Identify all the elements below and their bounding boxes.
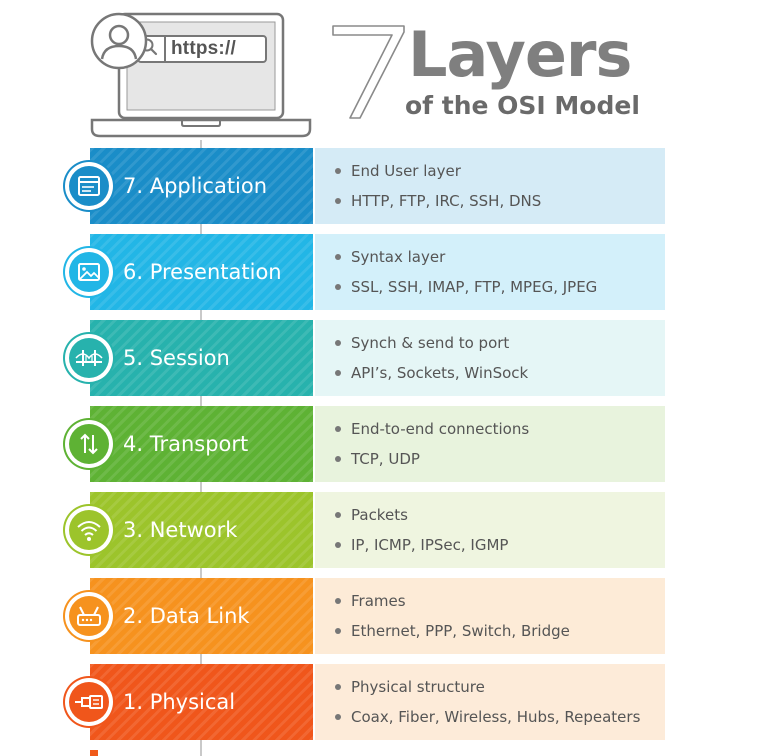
layer-icon-badge bbox=[65, 334, 113, 382]
layer-label-block bbox=[90, 492, 313, 568]
list-item: Coax, Fiber, Wireless, Hubs, Repeaters bbox=[335, 704, 640, 734]
layer-icon-badge bbox=[65, 420, 113, 468]
url-text: https:// bbox=[171, 38, 236, 59]
list-item: TCP, UDP bbox=[335, 446, 529, 476]
layer-session: 5. Session Synch & send to port API’s, S… bbox=[65, 320, 665, 396]
layer-label-block bbox=[90, 320, 313, 396]
address-bar: https:// bbox=[137, 35, 267, 63]
layer-icon-circle bbox=[69, 510, 109, 550]
list-item: End User layer bbox=[335, 158, 541, 188]
page-title: Layers bbox=[408, 18, 632, 91]
layer-label-block bbox=[90, 406, 313, 482]
title-number-text: 7 bbox=[330, 22, 331, 23]
layer-label-block bbox=[90, 578, 313, 654]
list-item: IP, ICMP, IPSec, IGMP bbox=[335, 532, 508, 562]
layer-icon-circle bbox=[69, 424, 109, 464]
layer-icon-circle bbox=[69, 338, 109, 378]
layer-bullet-list: Physical structure Coax, Fiber, Wireless… bbox=[335, 674, 640, 734]
layer-details: End User layer HTTP, FTP, IRC, SSH, DNS bbox=[315, 148, 665, 224]
layer-icon-circle bbox=[69, 166, 109, 206]
layer-details: Physical structure Coax, Fiber, Wireless… bbox=[315, 664, 665, 740]
list-item: Synch & send to port bbox=[335, 330, 528, 360]
layer-icon-badge bbox=[65, 248, 113, 296]
list-item: Packets bbox=[335, 502, 508, 532]
list-item: HTTP, FTP, IRC, SSH, DNS bbox=[335, 188, 541, 218]
page-subtitle: of the OSI Model bbox=[405, 91, 640, 120]
wifi-icon bbox=[77, 521, 101, 541]
layer-label-block bbox=[90, 664, 313, 740]
layer-icon-badge bbox=[65, 592, 113, 640]
layer-name: 4. Transport bbox=[123, 432, 249, 456]
title-number: 7 bbox=[330, 22, 408, 122]
layer-icon-badge bbox=[65, 162, 113, 210]
list-item: Syntax layer bbox=[335, 244, 597, 274]
layer-bullet-list: Packets IP, ICMP, IPSec, IGMP bbox=[335, 502, 508, 562]
layer-application: 7. Application End User layer HTTP, FTP,… bbox=[65, 148, 665, 224]
layer-transport: 4. Transport End-to-end connections TCP,… bbox=[65, 406, 665, 482]
layer-name: 5. Session bbox=[123, 346, 230, 370]
layer-details: Syntax layer SSL, SSH, IMAP, FTP, MPEG, … bbox=[315, 234, 665, 310]
layer-bullet-list: Frames Ethernet, PPP, Switch, Bridge bbox=[335, 588, 570, 648]
list-item: Ethernet, PPP, Switch, Bridge bbox=[335, 618, 570, 648]
ethernet-cable-icon bbox=[75, 695, 103, 709]
layer-icon-circle bbox=[69, 252, 109, 292]
layer-name: 7. Application bbox=[123, 174, 268, 198]
layer-icon-circle bbox=[69, 596, 109, 636]
layer-network: 3. Network Packets IP, ICMP, IPSec, IGMP bbox=[65, 492, 665, 568]
up-down-arrows-icon bbox=[80, 433, 98, 455]
layer-bullet-list: End User layer HTTP, FTP, IRC, SSH, DNS bbox=[335, 158, 541, 218]
layer-details: Synch & send to port API’s, Sockets, Win… bbox=[315, 320, 665, 396]
browser-window-icon bbox=[78, 176, 100, 196]
layer-presentation: 6. Presentation Syntax layer SSL, SSH, I… bbox=[65, 234, 665, 310]
list-item: Frames bbox=[335, 588, 570, 618]
list-item: Physical structure bbox=[335, 674, 640, 704]
layer-label-block bbox=[90, 234, 313, 310]
list-item: End-to-end connections bbox=[335, 416, 529, 446]
address-bar-divider bbox=[164, 37, 166, 61]
layer-label-block bbox=[90, 148, 313, 224]
layer-name: 2. Data Link bbox=[123, 604, 250, 628]
user-avatar-icon bbox=[90, 12, 148, 70]
layer-bullet-list: Syntax layer SSL, SSH, IMAP, FTP, MPEG, … bbox=[335, 244, 597, 304]
list-item: API’s, Sockets, WinSock bbox=[335, 360, 528, 390]
list-item: SSL, SSH, IMAP, FTP, MPEG, JPEG bbox=[335, 274, 597, 304]
layer-bullet-list: End-to-end connections TCP, UDP bbox=[335, 416, 529, 476]
layer-data-link: 2. Data Link Frames Ethernet, PPP, Switc… bbox=[65, 578, 665, 654]
layer-details: End-to-end connections TCP, UDP bbox=[315, 406, 665, 482]
layer-name: 3. Network bbox=[123, 518, 238, 542]
image-icon bbox=[78, 263, 100, 281]
layer-details: Frames Ethernet, PPP, Switch, Bridge bbox=[315, 578, 665, 654]
layer-bullet-list: Synch & send to port API’s, Sockets, Win… bbox=[335, 330, 528, 390]
router-icon bbox=[77, 606, 101, 626]
layer-name: 1. Physical bbox=[123, 690, 236, 714]
layer-name: 6. Presentation bbox=[123, 260, 282, 284]
layer-icon-badge bbox=[65, 506, 113, 554]
layer-icon-badge bbox=[65, 678, 113, 726]
laptop-icon: https:// bbox=[90, 12, 312, 140]
layer-physical: 1. Physical Physical structure Coax, Fib… bbox=[65, 664, 665, 740]
layer-icon-circle bbox=[69, 682, 109, 722]
decorative-marker bbox=[90, 750, 98, 756]
layer-details: Packets IP, ICMP, IPSec, IGMP bbox=[315, 492, 665, 568]
bridge-icon bbox=[75, 350, 103, 366]
